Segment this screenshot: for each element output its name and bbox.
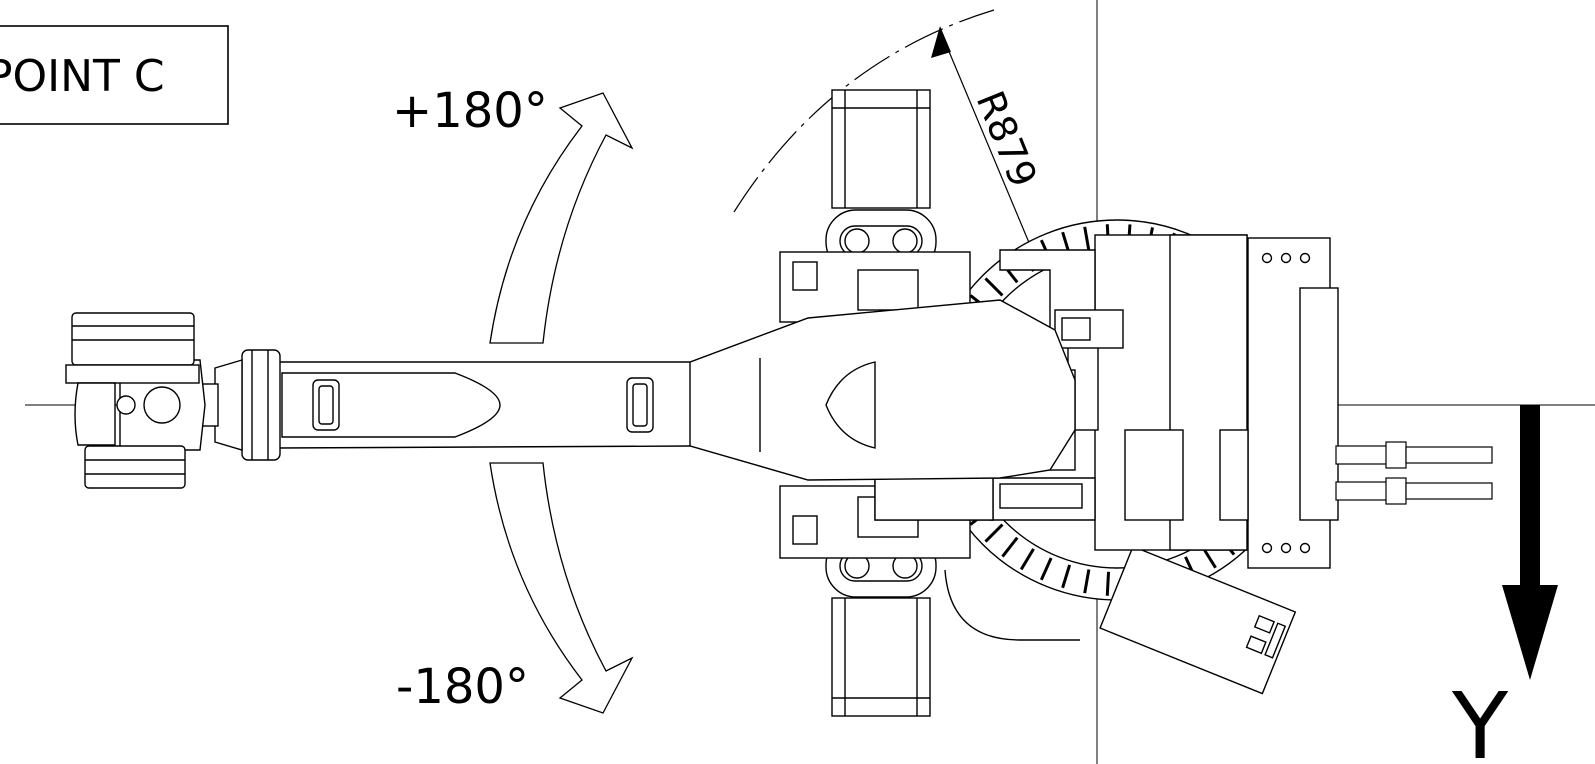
turntable-tooth (1201, 546, 1217, 569)
turntable-tooth (1001, 536, 1019, 558)
point-c-label: POINT C (0, 25, 229, 125)
y-axis-arrowhead (1502, 585, 1558, 680)
negative-rotation-label: -180° (396, 659, 529, 715)
y-axis-label: Y (1451, 673, 1509, 764)
tool-flange-top (71, 312, 195, 366)
turntable-tooth (1061, 564, 1072, 589)
point-c-box (0, 25, 229, 125)
positive-rotation-label: +180° (392, 83, 548, 139)
turntable-tooth (1105, 571, 1111, 596)
reach-arc (733, 9, 995, 213)
y-axis-indicator: Y (1451, 405, 1558, 764)
upper-arm (277, 299, 1076, 481)
turntable-tooth (1083, 569, 1091, 594)
turntable-tooth (1019, 548, 1035, 571)
wrist-flange (241, 349, 281, 461)
negative-rotation-arrow (489, 462, 634, 714)
radius-dimension-text: R879 (968, 85, 1046, 193)
cable-connectors (1335, 441, 1493, 505)
base-motor-housing (1099, 545, 1297, 695)
turntable-tooth (984, 523, 1004, 543)
turntable-tooth (984, 277, 1004, 297)
wrist-pivot (143, 386, 181, 424)
lower-motor (831, 597, 931, 717)
tool-flange-bottom (84, 445, 186, 489)
upper-motor (831, 89, 931, 209)
turntable-tooth (1083, 226, 1091, 251)
radius-arrowhead (931, 26, 951, 58)
turntable-tooth (1039, 557, 1053, 581)
y-axis-shaft (1520, 405, 1540, 595)
rear-mount-inner (1299, 287, 1339, 521)
positive-rotation-arrow (489, 92, 634, 344)
wrist-assembly (65, 312, 281, 489)
point-c-text: POINT C (0, 51, 165, 102)
